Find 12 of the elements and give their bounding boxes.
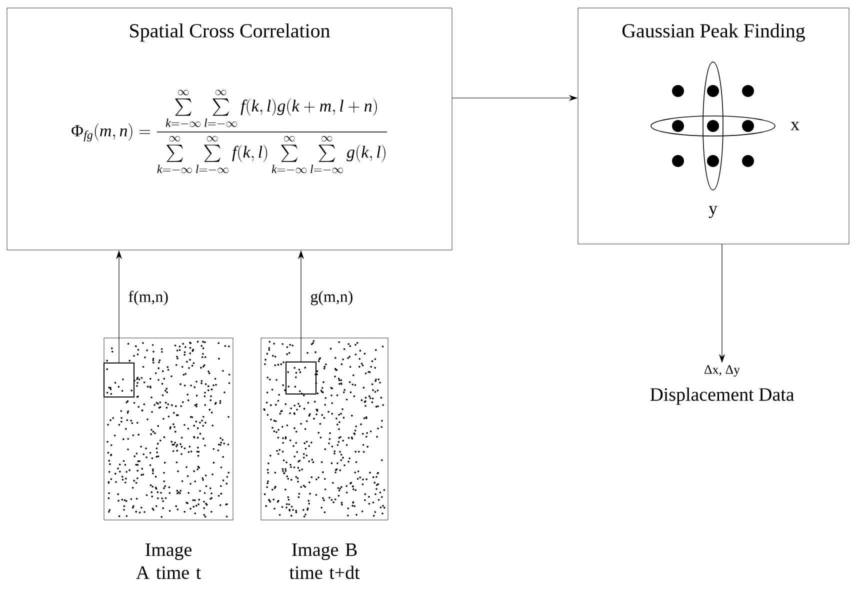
axis-label: y	[708, 206, 718, 218]
edge-label: f(m,n)	[127, 290, 170, 306]
image-caption: Image B time t+dt	[289, 544, 360, 579]
window-box	[286, 362, 316, 394]
speckle-image	[260, 338, 388, 520]
axis-label: x	[790, 122, 800, 130]
window-box	[104, 362, 134, 398]
process-box: Spatial Cross Correlation $\Phi_{fg}(m,n)=\dfrac{\sum\limits_{k=-\infty}^{\infty}\sum\limits_{l=-\infty}^{\infty}f(k,l)g(k+m,l+n)}{\sum\limits_{k=-\infty}^{\infty}\sum\limits_{l=-\infty}^{\infty}f(k,l)\sum\limits_{k=-\infty}^{\infty}\sum\limits_{l=-\infty}^{\infty}g(k,l)}$	[6, 8, 452, 250]
speckle-image	[104, 338, 234, 520]
result-text: Δx, Δy Displacement Data	[650, 365, 794, 405]
image-caption: Image A time t	[136, 544, 201, 579]
edge-label: g(m,n)	[309, 290, 354, 306]
